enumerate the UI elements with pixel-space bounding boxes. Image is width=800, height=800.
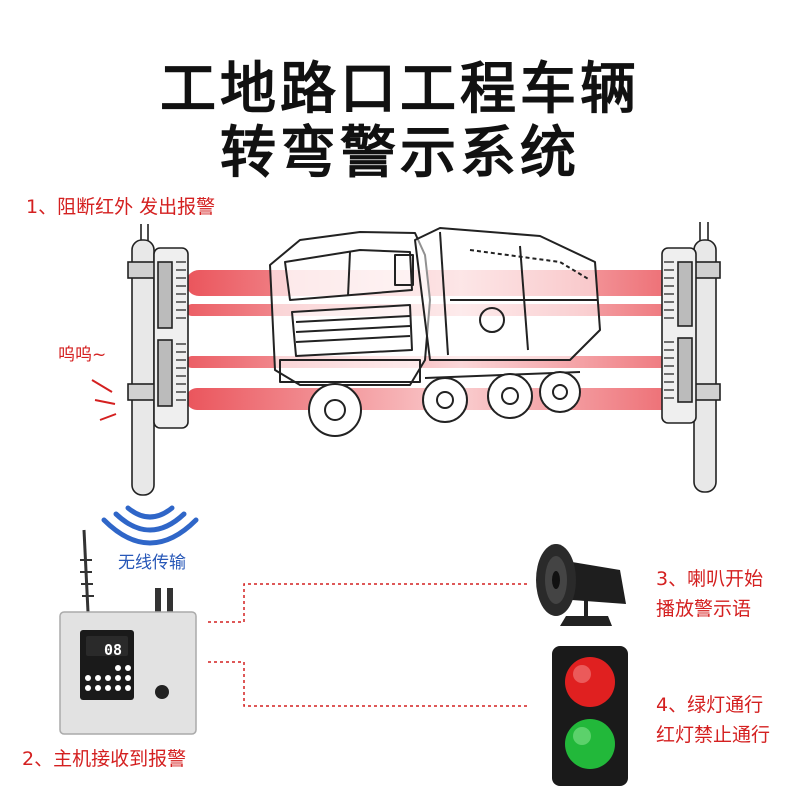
host-display-number: 08 xyxy=(104,641,123,659)
left-infrared-sensor-icon xyxy=(127,224,189,496)
step-1-label: 1、阻断红外 发出报警 xyxy=(26,196,216,218)
alarm-sound-label: 呜呜~ xyxy=(58,345,107,365)
connector-to-traffic-light xyxy=(208,661,528,707)
step-2-label: 2、主机接收到报警 xyxy=(22,748,187,770)
dump-truck-icon xyxy=(269,227,601,437)
step-3-label-line-1: 3、喇叭开始 xyxy=(656,568,764,590)
connector-to-speaker xyxy=(208,583,528,623)
traffic-light-icon xyxy=(552,646,628,786)
right-infrared-sensor-icon xyxy=(661,222,721,493)
alarm-sound-lines xyxy=(91,379,117,421)
step-4-label-line-2: 红灯禁止通行 xyxy=(656,724,771,746)
step-4-label-line-1: 4、绿灯通行 xyxy=(656,694,764,716)
wireless-signal-icon xyxy=(101,505,199,546)
horn-speaker-icon xyxy=(536,544,626,626)
title-line-2: 转弯警示系统 xyxy=(220,121,580,186)
host-controller-icon xyxy=(59,529,197,735)
wireless-transmission-label: 无线传输 xyxy=(118,553,186,573)
step-3-label-line-2: 播放警示语 xyxy=(656,598,752,620)
title-line-1: 工地路口工程车辆 xyxy=(160,57,640,122)
